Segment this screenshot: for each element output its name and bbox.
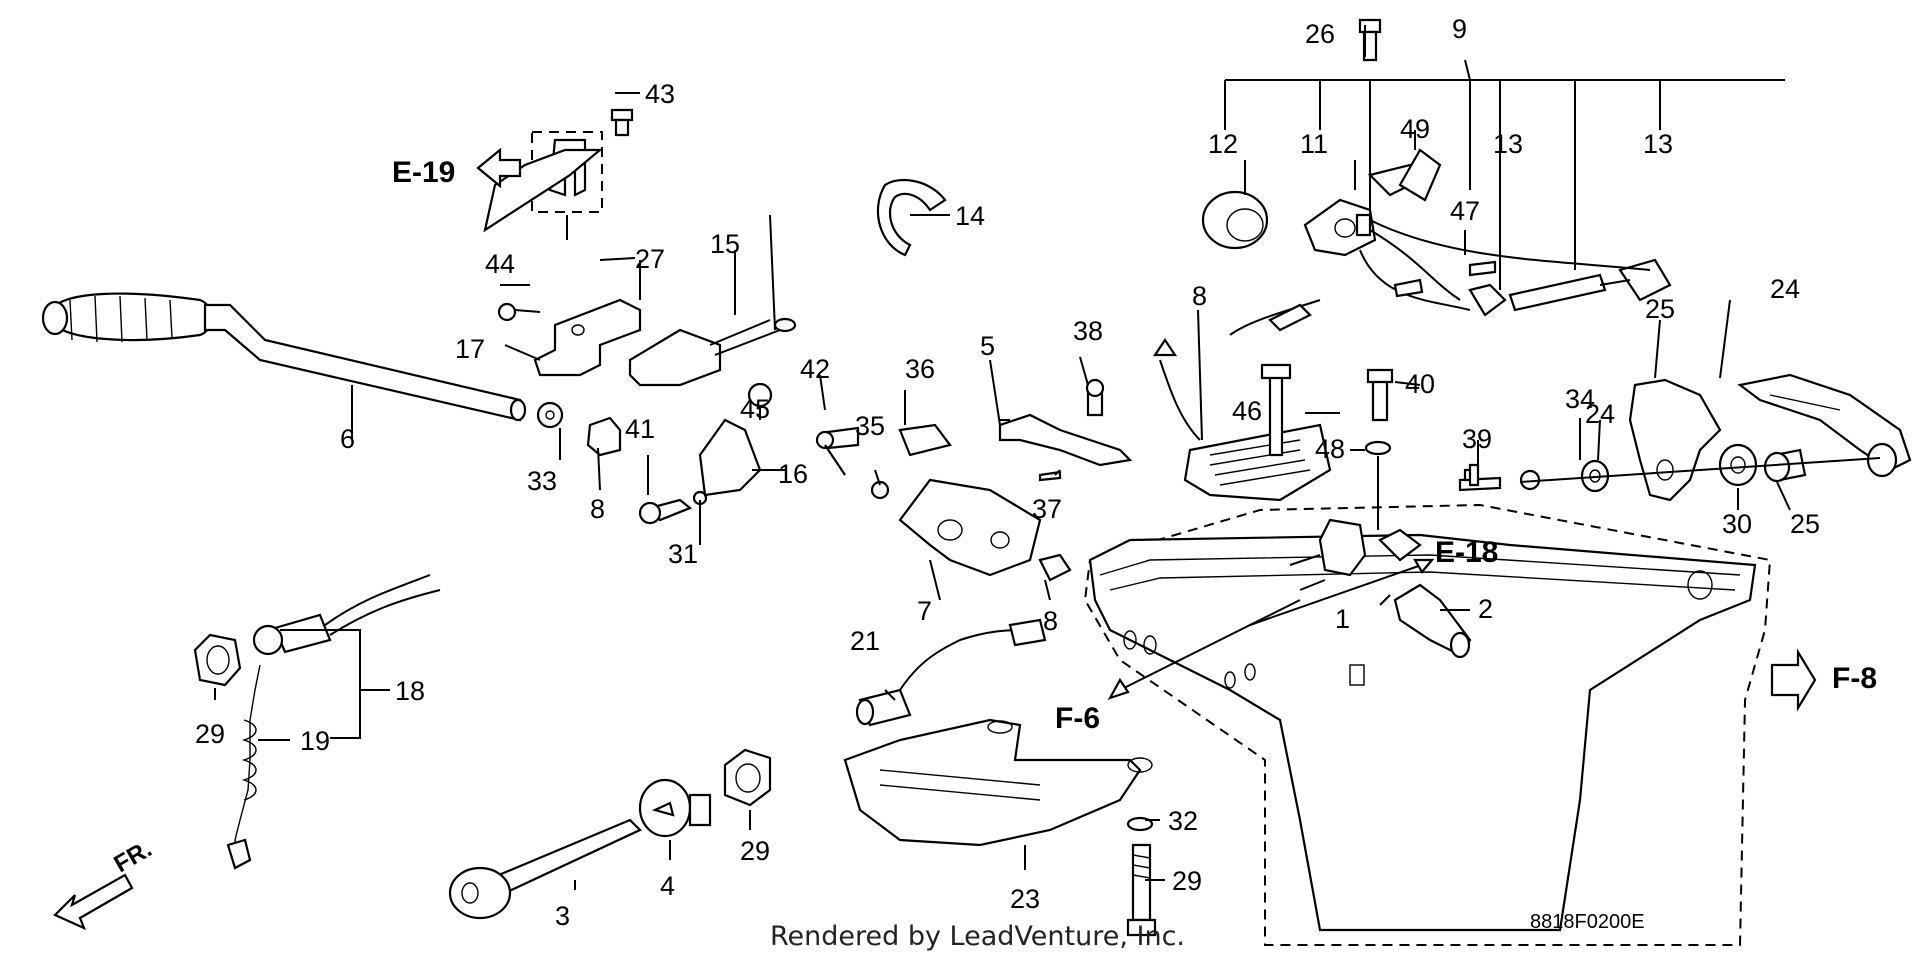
- callout-42: 42: [800, 354, 830, 384]
- callout-8a: 8: [590, 494, 605, 524]
- callout-38: 38: [1073, 316, 1103, 346]
- callout-15: 15: [710, 229, 740, 259]
- ref-e18: E-18: [1435, 536, 1498, 569]
- callout-8b: 8: [1043, 606, 1058, 636]
- hardware-left: [536, 382, 952, 525]
- stop-switch-part-18: [252, 574, 441, 656]
- callout-37: 37: [1032, 494, 1062, 524]
- callout-10: 9: [1452, 14, 1467, 44]
- lever-part-5: [998, 378, 1133, 482]
- callout-45: 45: [740, 394, 770, 424]
- clamp-part-14: [876, 178, 947, 257]
- callout-24: 24: [1585, 399, 1615, 429]
- bolt-parts-28-32: [1126, 816, 1157, 937]
- arrow-e18-head: [1413, 558, 1435, 574]
- plug-part-4: [638, 778, 712, 838]
- tiller-handle-part-6: [41, 292, 527, 422]
- callout-17: 17: [455, 334, 485, 364]
- callout-7: 7: [917, 596, 932, 626]
- front-arrow: [53, 873, 134, 931]
- callout-4: 4: [660, 871, 675, 901]
- callout-41: 41: [625, 414, 655, 444]
- callout-34: 34: [1565, 384, 1595, 414]
- arrow-f6-line: [1119, 599, 1301, 691]
- callout-48: 48: [1315, 434, 1345, 464]
- callout-27: 27: [635, 244, 665, 274]
- callout-1: 1: [1335, 604, 1350, 634]
- callout-30: 30: [1722, 509, 1752, 539]
- callout-46: 46: [1232, 396, 1262, 426]
- callout-33: 33: [527, 466, 557, 496]
- callout-12: 12: [1208, 129, 1238, 159]
- callout-9: 8: [1192, 281, 1207, 311]
- callout-2: 2: [1478, 594, 1493, 624]
- regulator-part-9: [1152, 299, 1332, 502]
- ref-f8: F-8: [1832, 662, 1877, 695]
- nut-part-29-lower: [723, 748, 772, 807]
- callout-11: 11: [1300, 129, 1328, 159]
- callout-13a: 13: [1493, 129, 1523, 159]
- callout-14: 14: [955, 201, 985, 231]
- callout-35: 35: [855, 411, 885, 441]
- callout-47: 47: [1450, 196, 1480, 226]
- callout-13b: 13: [1643, 129, 1673, 159]
- callout-5: 5: [980, 331, 995, 361]
- callout-36: 36: [905, 354, 935, 384]
- callout-29b: 29: [740, 836, 770, 866]
- bolt-part-43: [610, 108, 634, 137]
- callout-39: 39: [1462, 424, 1492, 454]
- drawing-code: 8818F0200E: [1530, 911, 1645, 933]
- lever-part-22: [1737, 373, 1912, 478]
- carry-handle-part-21: [843, 718, 1153, 847]
- arrow-e18-line: [1249, 561, 1431, 626]
- callout-40: 40: [1405, 369, 1435, 399]
- callout-18: 18: [395, 676, 425, 706]
- arrow-f8: [1770, 648, 1817, 712]
- callout-29a: 29: [195, 719, 225, 749]
- callout-labels: 26 9 12 11 49 13 13 47 43 E-19 14 44 27 …: [110, 14, 1878, 933]
- ref-f6: F-6: [1055, 702, 1100, 735]
- callout-22: 24: [1770, 274, 1800, 304]
- footer-credit: Rendered by LeadVenture, Inc.: [770, 921, 1185, 952]
- lanyard-part-19: [226, 664, 261, 870]
- callout-43: 43: [645, 79, 675, 109]
- arrow-f6-head: [1107, 677, 1130, 700]
- arrow-e19: [476, 147, 522, 189]
- callout-21: 23: [1010, 884, 1040, 914]
- callout-44: 44: [485, 249, 515, 279]
- bracket-part-23: [1628, 378, 1722, 502]
- leader-lines: [214, 25, 1791, 890]
- bracket-part-17: [497, 298, 642, 377]
- callout-6: 6: [340, 424, 355, 454]
- callout-16: 16: [778, 459, 808, 489]
- callout-49: 49: [1400, 114, 1430, 144]
- bracket-group-e19: [476, 131, 604, 240]
- lever-part-7: [898, 478, 1072, 582]
- bolts-parts-40-46-48: [1260, 213, 1480, 530]
- knob-part-3: [448, 818, 642, 920]
- wiring-harness-parts-10-13: [1201, 148, 1672, 317]
- engine-undercover-housing: [1083, 503, 1772, 946]
- callout-26: 26: [1305, 19, 1335, 49]
- callout-25: 25: [1790, 509, 1820, 539]
- ref-e19: E-19: [392, 156, 455, 189]
- callout-20: 21: [850, 626, 880, 656]
- washers-parts-24-30-34: [1458, 443, 1881, 493]
- callout-28: 29: [1172, 866, 1202, 896]
- callout-19: 19: [300, 726, 330, 756]
- callout-32: 32: [1168, 806, 1198, 836]
- nut-part-29-left: [193, 633, 242, 687]
- switch-parts-1-2: [1289, 518, 1472, 659]
- callout-23: 25: [1645, 294, 1675, 324]
- bolt-part-26: [1358, 18, 1382, 62]
- sensor-part-20: [855, 618, 1047, 727]
- callout-3: 3: [555, 901, 570, 931]
- callout-31: 31: [668, 539, 698, 569]
- front-marker-label: FR.: [110, 835, 157, 878]
